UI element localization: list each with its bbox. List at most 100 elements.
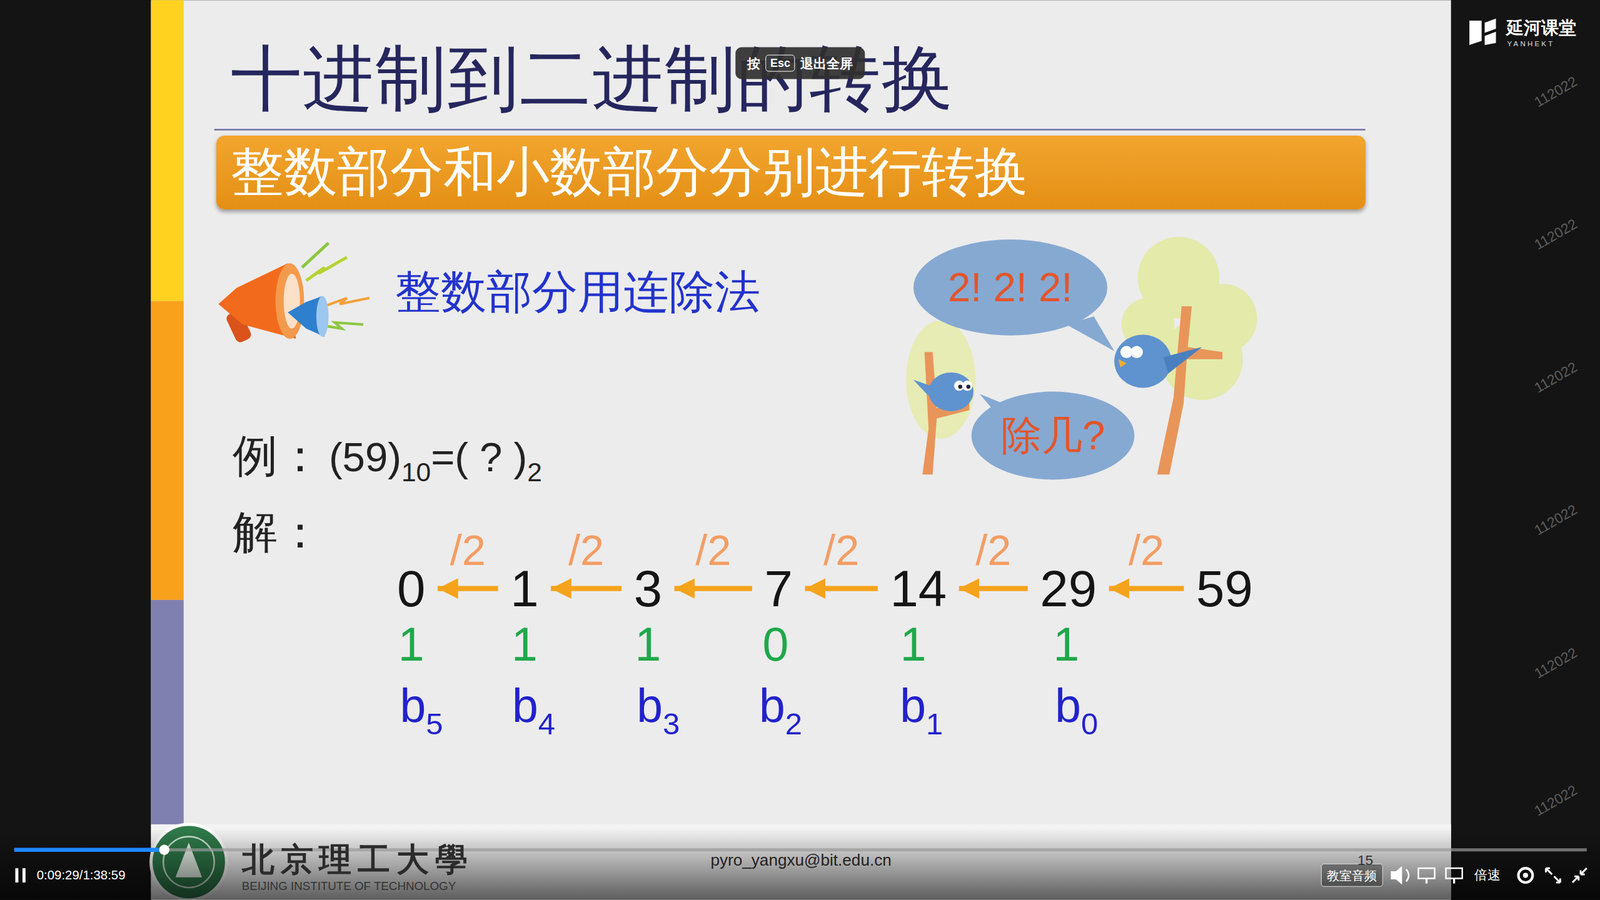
node-text: 除几?: [1001, 408, 1105, 464]
player-icons: [22, 868, 26, 883]
label-group: b2: [759, 679, 803, 733]
edge-label-holder: /2: [821, 525, 862, 575]
edge-label: /2: [693, 525, 734, 575]
edge-label-holder: /2: [566, 525, 607, 575]
player-bar: [0, 828, 1600, 900]
player-icons: [1518, 868, 1533, 883]
division-arrow: [1109, 586, 1185, 592]
label-group: pyro_yangxu@bit.edu.cn: [710, 850, 892, 870]
label-group: YANHEKT: [1506, 40, 1555, 48]
quotient-number: 3: [621, 559, 675, 619]
edge-label: /2: [1126, 525, 1167, 575]
brand-icon: [1484, 18, 1497, 34]
edge-label-holder: /2: [693, 525, 734, 575]
label-group: b3: [636, 679, 680, 733]
example-expression: =( ? ): [430, 433, 528, 481]
label-group: 倍速: [1474, 866, 1501, 885]
player-icons: [15, 868, 19, 883]
edge-label-holder: /2: [1126, 525, 1167, 575]
tree-canopy: [905, 320, 976, 439]
spark-line: [324, 298, 370, 307]
brand-name: 延河课堂: [1506, 16, 1577, 40]
audio-button: 教室音频: [1321, 864, 1383, 888]
bird-eye: [1130, 346, 1143, 359]
remainder-digit: 0: [762, 617, 789, 672]
bit-name: b: [636, 679, 663, 733]
division-arrow: [804, 586, 878, 592]
megaphone-mouth: [275, 263, 305, 339]
player-icons: [1406, 869, 1409, 883]
quotient-number: 1: [498, 559, 552, 619]
remainder-digit: 1: [900, 617, 927, 672]
bird-pupil: [957, 385, 963, 390]
bit-index: 4: [538, 706, 556, 742]
bit-name: b: [899, 679, 926, 733]
label-group: 延河课堂: [1506, 16, 1577, 40]
speech-bubble: 2! 2! 2!: [913, 240, 1108, 336]
tree-trunk: [1157, 306, 1223, 475]
bit-name: b: [512, 679, 539, 733]
birds-illustration: [905, 236, 1257, 475]
brand-name-en: YANHEKT: [1506, 40, 1555, 48]
label-group: 解：: [232, 502, 323, 563]
label-group: b5: [400, 679, 444, 733]
slide-title: 十进制到二进制的转换: [230, 31, 954, 128]
page-number: 15: [1357, 851, 1374, 869]
spark-line: [306, 257, 348, 282]
side-bar-yellow: [151, 0, 184, 301]
bit-index: 5: [425, 706, 443, 742]
label-group: 整数部分用连除法: [395, 261, 761, 324]
topic-banner: 整数部分和小数部分分别进行转换: [216, 135, 1366, 210]
slide-ground: [151, 0, 1452, 900]
speech-bubble: 除几?: [971, 391, 1135, 480]
label-group: 1: [511, 617, 538, 672]
bird-wing: [913, 379, 931, 396]
tree-trunk: [922, 352, 970, 475]
author-email: pyro_yangxu@bit.edu.cn: [710, 850, 892, 870]
quotient-number: 0: [384, 559, 438, 619]
edge-label: /2: [821, 525, 862, 575]
quotient-number: 7: [752, 559, 806, 619]
university-name-en: BEIJING INSTITUTE OF TECHNOLOGY: [241, 879, 456, 894]
node-text: 退出全屏: [800, 54, 853, 72]
division-arrow: [959, 586, 1028, 592]
label-group: b1: [899, 679, 943, 733]
player-icons: [1453, 878, 1455, 884]
bit-name: b: [1054, 679, 1082, 733]
remainder-digit: 1: [634, 617, 661, 672]
small-megaphone-mouth: [316, 296, 329, 338]
node-text: 59: [1196, 560, 1253, 618]
speed-control: 倍速: [1474, 866, 1501, 885]
base-subscript: 2: [527, 457, 543, 488]
edge-label-holder: /2: [973, 525, 1014, 575]
label-group: BEIJING INSTITUTE OF TECHNOLOGY: [241, 879, 456, 894]
edge-label-holder: /2: [447, 525, 488, 575]
node-text: 7: [764, 560, 793, 618]
brand-icon: [1469, 18, 1496, 46]
label-group: 1: [900, 617, 927, 672]
node-text: 14: [889, 560, 947, 618]
bit-index: 0: [1081, 706, 1098, 742]
bubble-ellipse: [913, 240, 1108, 336]
node-text: 整数部分和小数部分分别进行转换: [230, 136, 1028, 209]
player-icons: [1572, 868, 1587, 883]
bubble-ellipse: [971, 391, 1135, 480]
example-expression: (59): [328, 433, 402, 481]
node-text: 按: [747, 54, 761, 72]
label-group: b4: [512, 679, 556, 733]
side-bar-purple: [151, 600, 184, 825]
play-time: 0:09:29/1:38:59: [36, 868, 126, 883]
megaphone-icon: [218, 243, 370, 345]
bird-pupil: [966, 385, 972, 390]
edge-label: /2: [566, 525, 607, 575]
brand-icon: [1484, 31, 1497, 46]
remainder-digit: 1: [1053, 617, 1080, 672]
division-arrow: [550, 586, 622, 592]
player-icons: [1418, 868, 1435, 879]
node-text: Esc: [770, 56, 791, 70]
node-text: 1: [510, 560, 539, 618]
side-bar-orange: [151, 301, 184, 601]
node-text: 3: [633, 560, 663, 618]
division-arrow: [437, 586, 499, 592]
